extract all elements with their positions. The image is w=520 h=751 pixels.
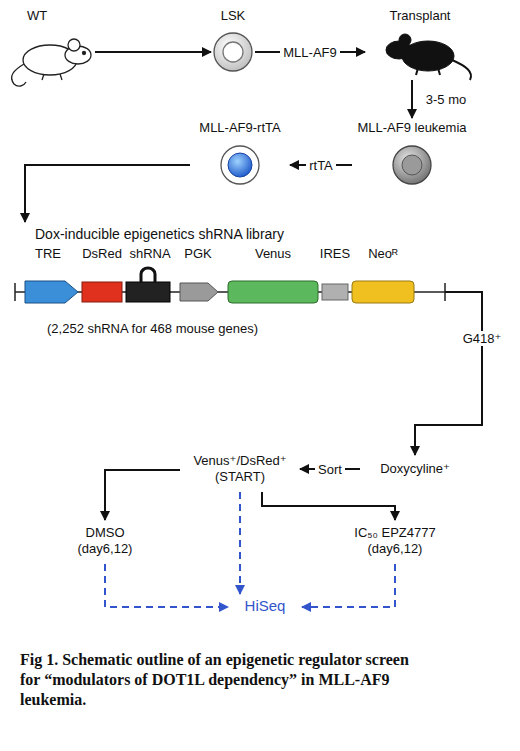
element-label: Venus	[255, 246, 291, 261]
lsk-cell	[214, 33, 252, 71]
recipient-mouse	[386, 34, 471, 80]
edge-label: 3-5 mo	[423, 92, 469, 107]
element-label: Neoᴿ	[368, 246, 398, 261]
mouse-tail	[452, 60, 471, 80]
wt-mouse-node: WT	[5, 5, 95, 85]
shrna-hairpin	[141, 268, 155, 282]
mouse-tail	[12, 64, 26, 86]
flow-arrow	[25, 165, 190, 222]
cell-outer	[221, 146, 259, 184]
rtta-cell	[221, 146, 259, 184]
node-text: Dox-inducible epigenetics shRNA library	[35, 226, 284, 242]
library-node: Dox-inducible epigenetics shRNA library (…	[15, 222, 445, 340]
mouse-eye	[83, 52, 86, 55]
node-text: Transplant	[390, 8, 451, 24]
edge-label: Sort	[315, 462, 345, 477]
shrna-cassette	[126, 282, 170, 302]
mouse-ear	[68, 39, 80, 51]
cell-outer	[393, 146, 431, 184]
cell-nucleus	[223, 42, 243, 62]
node-subtext: (2,252 shRNA for 468 mouse genes)	[35, 321, 258, 337]
cell-nucleus	[228, 153, 252, 177]
node-text: Venus⁺/DsRed⁺	[193, 453, 286, 469]
cell-outer	[214, 33, 252, 71]
pgk-promoter	[180, 283, 218, 301]
element-label: shRNA	[129, 246, 170, 261]
vector-construct	[15, 268, 445, 303]
tre-promoter	[25, 281, 78, 303]
cell-nucleus	[402, 155, 422, 175]
rtta-cell-node: MLL-AF9-rtTA	[190, 118, 290, 186]
element-label: TRE	[35, 246, 61, 261]
node-subtext: (START)	[215, 469, 265, 485]
edge-label: rtTA	[306, 158, 336, 173]
flow-arrow	[415, 292, 482, 455]
flow-arrow	[411, 80, 413, 118]
neo-gene	[352, 281, 414, 303]
node-text: MLL-AF9-rtTA	[199, 120, 280, 136]
flow-arrow	[95, 51, 211, 53]
step-box: Doxycyline⁺	[360, 455, 470, 483]
element-label: IRES	[320, 246, 350, 261]
mouse-legs	[42, 74, 62, 80]
condition-box: DMSO(day6,12)	[60, 520, 150, 564]
edge-label: MLL-AF9	[280, 45, 339, 60]
edge-label: G418⁺	[460, 331, 505, 346]
node-subtext: (day6,12)	[368, 541, 423, 557]
dashed-arrow	[302, 564, 395, 607]
node-text: IC₅₀ EPZ4777	[354, 525, 435, 541]
step-box: Venus⁺/DsRed⁺(START)	[180, 448, 300, 492]
mouse-legs	[416, 68, 440, 75]
node-text: WT	[27, 8, 47, 24]
node-text: LSK	[221, 8, 246, 24]
lsk-cell-node: LSK	[211, 5, 255, 75]
condition-box: IC₅₀ EPZ4777(day6,12)	[340, 520, 450, 564]
recipient-mouse-node: Transplant	[365, 5, 475, 80]
wt-mouse	[12, 39, 91, 86]
figure-caption: Fig 1. Schematic outline of an epigeneti…	[20, 650, 410, 710]
mouse-ear	[399, 34, 411, 46]
node-text: MLL-AF9 leukemia	[357, 120, 466, 136]
element-label: PGK	[184, 246, 211, 261]
leukemia-cell-node: MLL-AF9 leukemia	[352, 118, 472, 186]
flow-arrow	[105, 470, 180, 520]
venus-gene	[228, 281, 318, 303]
dsred-gene	[82, 282, 122, 302]
node-text: DMSO	[86, 525, 125, 541]
readout-box: HiSeq	[228, 594, 302, 620]
node-subtext: (day6,12)	[78, 541, 133, 557]
node-text: Doxycyline⁺	[380, 461, 450, 477]
dashed-arrow	[105, 564, 228, 607]
ires-element	[322, 284, 348, 300]
vector-end	[14, 283, 16, 301]
dashed-arrow	[239, 492, 241, 594]
leukemia-cell	[393, 146, 431, 184]
flow-arrow	[262, 492, 395, 520]
element-label: DsRed	[82, 246, 122, 261]
node-text: HiSeq	[245, 598, 286, 614]
